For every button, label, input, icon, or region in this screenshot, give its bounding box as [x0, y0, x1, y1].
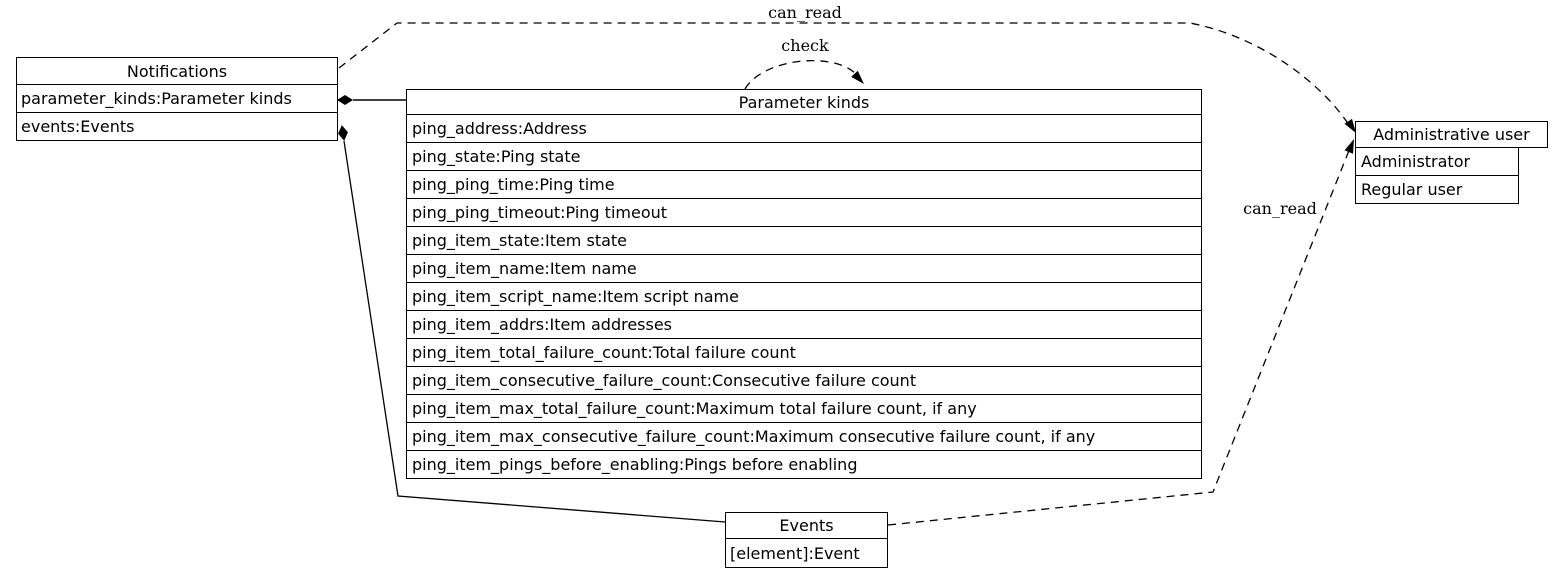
node-title: Notifications	[16, 57, 338, 85]
edge-label-can-read: can_read	[1243, 199, 1317, 218]
edge-check-self-loop	[744, 59, 858, 90]
field-row: [element]:Event	[725, 538, 888, 568]
edge-label-can-read: can_read	[768, 3, 842, 22]
field-row: Regular user	[1355, 175, 1519, 204]
composition-diamond-icon	[337, 95, 353, 105]
arrowhead-icon	[1344, 139, 1354, 154]
field-row: ping_item_script_name:Item script name	[406, 282, 1202, 311]
field-row: ping_item_addrs:Item addresses	[406, 310, 1202, 339]
node-administrative-user: Administrative user Administrator Regula…	[1355, 121, 1548, 204]
composition-diamond-icon	[338, 125, 348, 141]
edge-can-read-events	[887, 147, 1351, 526]
field-row: parameter_kinds:Parameter kinds	[16, 84, 338, 113]
node-title: Parameter kinds	[406, 89, 1202, 115]
field-row: ping_item_max_consecutive_failure_count:…	[406, 422, 1202, 451]
field-row: ping_item_name:Item name	[406, 254, 1202, 283]
field-row: ping_item_max_total_failure_count:Maximu…	[406, 394, 1202, 423]
node-events: Events [element]:Event	[725, 512, 888, 568]
node-title: Events	[725, 512, 888, 539]
edge-composition-events	[343, 140, 726, 523]
node-notifications: Notifications parameter_kinds:Parameter …	[16, 57, 338, 141]
field-row: events:Events	[16, 112, 338, 141]
edge-can-read-top	[338, 22, 1350, 126]
field-row: ping_ping_time:Ping time	[406, 170, 1202, 199]
edge-label-check: check	[781, 36, 829, 55]
field-row: Administrator	[1355, 147, 1519, 176]
field-row: ping_item_total_failure_count:Total fail…	[406, 338, 1202, 367]
arrowhead-icon	[1344, 118, 1356, 133]
field-row: ping_item_state:Item state	[406, 226, 1202, 255]
field-row: ping_ping_timeout:Ping timeout	[406, 198, 1202, 227]
field-row: ping_item_pings_before_enabling:Pings be…	[406, 450, 1202, 479]
arrowhead-icon	[851, 70, 864, 84]
field-row: ping_address:Address	[406, 114, 1202, 143]
field-row: ping_state:Ping state	[406, 142, 1202, 171]
node-title: Administrative user	[1355, 121, 1548, 148]
field-row: ping_item_consecutive_failure_count:Cons…	[406, 366, 1202, 395]
node-parameter-kinds: Parameter kinds ping_address:Address pin…	[406, 89, 1202, 479]
